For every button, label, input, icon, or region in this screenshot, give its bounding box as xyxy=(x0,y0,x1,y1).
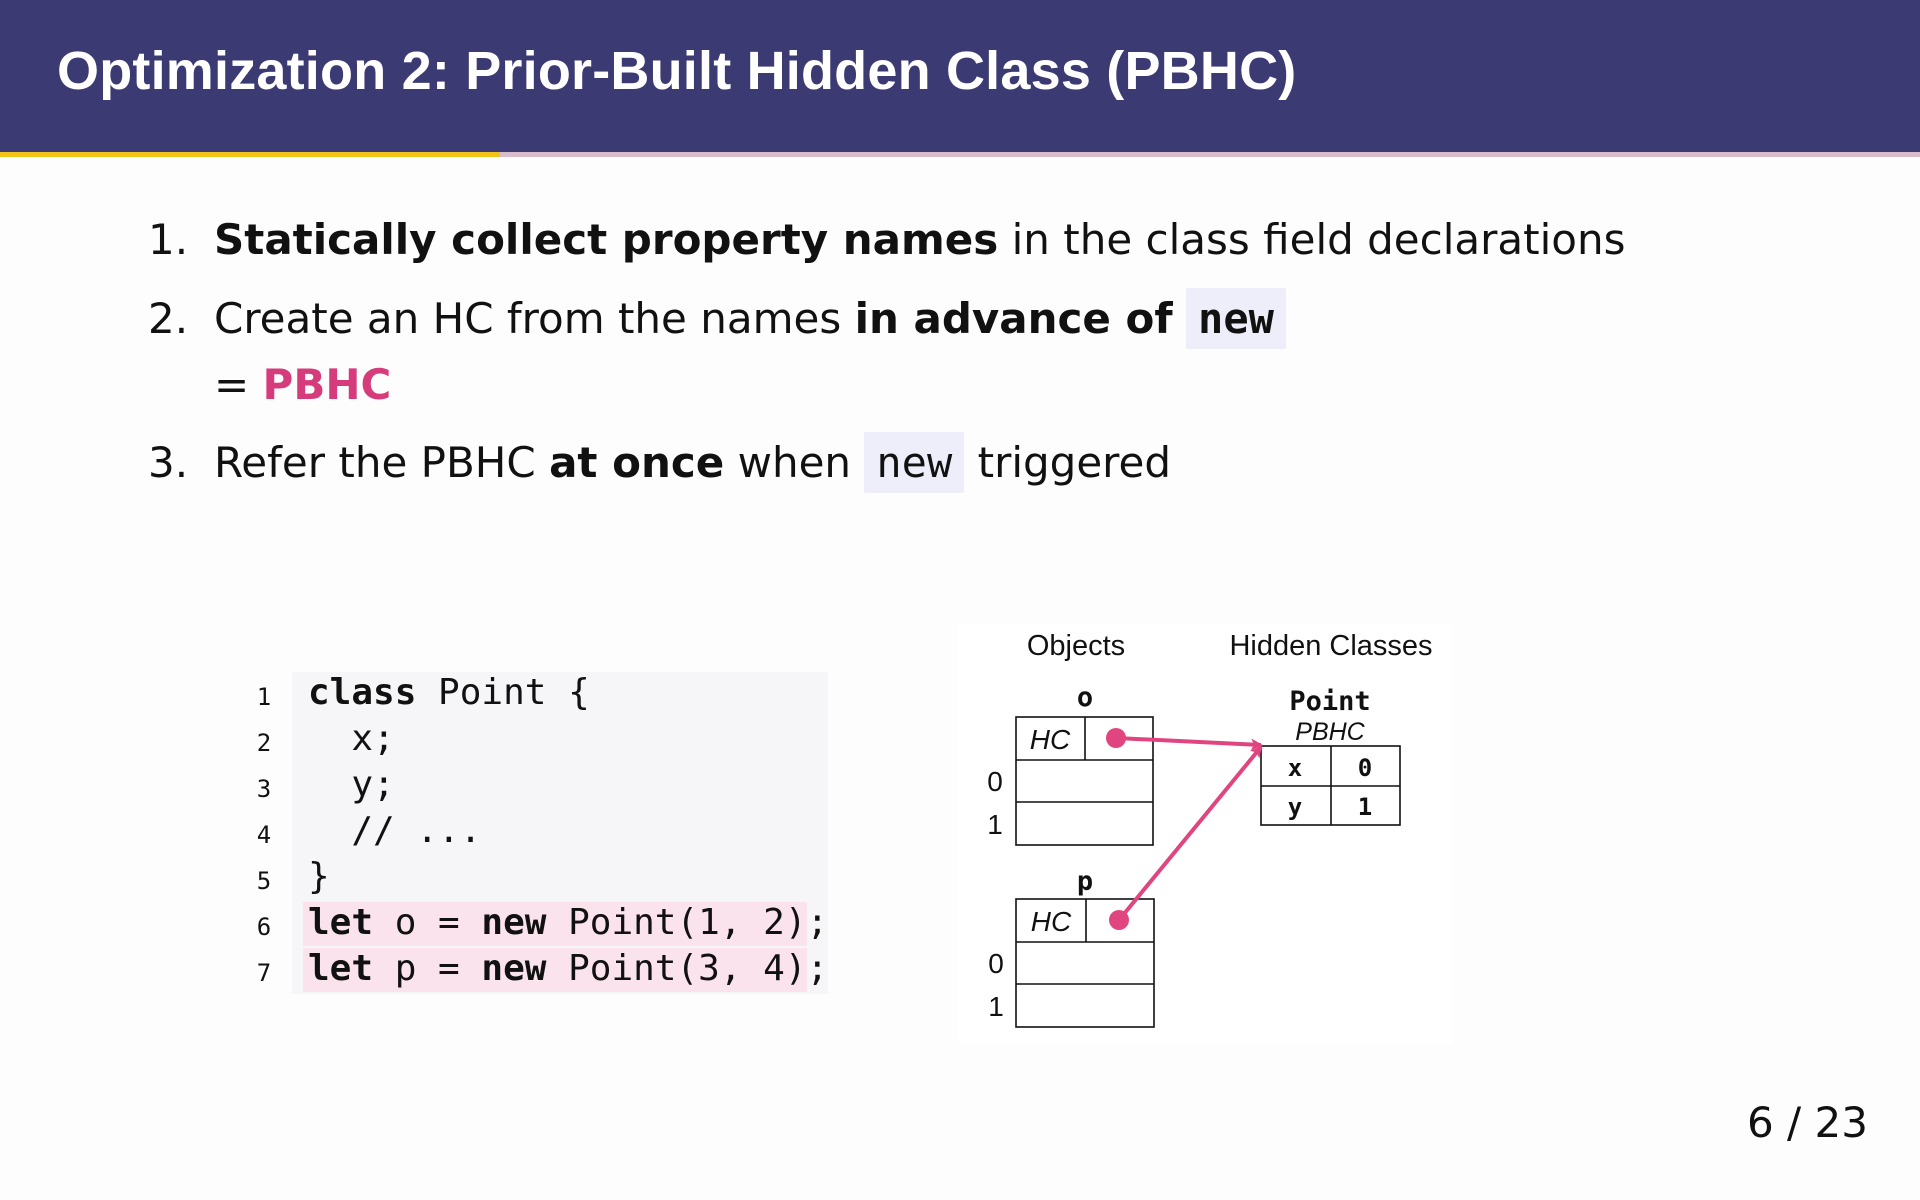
code-line-6: let o = new Point(1, 2); xyxy=(308,902,828,943)
object-o-hc-label: HC xyxy=(1030,724,1071,755)
line-number: 7 xyxy=(256,959,272,987)
list-item-1: 1. Statically collect property names in t… xyxy=(148,215,1625,265)
code-line-3: y; xyxy=(308,764,395,805)
code-line-1: class Point { xyxy=(308,672,590,713)
inline-code-new: new xyxy=(864,432,965,493)
object-p-name: p xyxy=(1077,866,1093,897)
page-number: 6 / 23 xyxy=(1746,1098,1868,1147)
code-keyword: let xyxy=(308,948,374,989)
code-text: x; xyxy=(308,718,395,759)
list-item-number: 2. xyxy=(148,294,189,343)
equals-sign: = xyxy=(214,360,263,409)
hidden-classes-header: Hidden Classes xyxy=(1229,630,1432,662)
slide-title: Optimization 2: Prior-Built Hidden Class… xyxy=(57,41,1297,101)
slot-index: 0 xyxy=(988,948,1004,979)
object-p-box xyxy=(1015,898,1155,1028)
hidden-class-name: Point xyxy=(1289,686,1370,717)
code-line-2: x; xyxy=(308,718,395,759)
object-o-name: o xyxy=(1077,682,1093,713)
list-item-text: Create an HC from the names xyxy=(214,294,855,343)
list-item-bold: at once xyxy=(549,438,725,487)
code-keyword: let xyxy=(308,902,374,943)
code-text: y; xyxy=(308,764,395,805)
hc-prop-name: y xyxy=(1288,793,1302,821)
list-item-bold: in advance of xyxy=(854,294,1173,343)
hc-prop-offset: 1 xyxy=(1358,793,1372,821)
line-number: 2 xyxy=(256,729,272,757)
list-item-number: 1. xyxy=(148,215,189,264)
list-item-text: when xyxy=(724,438,852,487)
code-text: } xyxy=(308,856,330,897)
code-text: Point { xyxy=(416,672,590,713)
hc-prop-name: x xyxy=(1288,754,1302,782)
header-divider-bar xyxy=(500,152,1920,157)
pointer-arrow-p xyxy=(1117,745,1263,922)
line-number: 3 xyxy=(256,775,272,803)
hidden-class-subtitle: PBHC xyxy=(1295,718,1365,746)
pbhc-highlight: PBHC xyxy=(262,360,392,409)
list-item-text: triggered xyxy=(977,438,1172,487)
code-line-7: let p = new Point(3, 4); xyxy=(308,948,828,989)
slot-index: 1 xyxy=(987,809,1003,840)
line-number: 1 xyxy=(256,683,272,711)
code-keyword: class xyxy=(308,672,417,713)
code-text: Point(3, 4); xyxy=(546,948,829,989)
inline-code-new: new xyxy=(1186,288,1286,349)
list-item-2-continuation: = PBHC xyxy=(214,360,391,410)
code-keyword: new xyxy=(481,902,547,943)
list-item-text: Refer the PBHC xyxy=(214,438,550,487)
hc-prop-offset: 0 xyxy=(1358,754,1372,782)
line-number: 4 xyxy=(256,821,272,849)
list-item-number: 3. xyxy=(148,438,189,487)
list-item-bold: Statically collect property names xyxy=(214,215,999,264)
line-number: 6 xyxy=(256,913,272,941)
list-item-text: in the class field declarations xyxy=(998,215,1626,264)
code-line-5: } xyxy=(308,856,330,897)
object-p-hc-label: HC xyxy=(1031,906,1072,937)
objects-header: Objects xyxy=(1027,630,1125,662)
list-item-3: 3. Refer the PBHC at once when new trigge… xyxy=(148,432,1172,493)
code-keyword: new xyxy=(481,948,547,989)
line-number: 5 xyxy=(256,867,272,895)
code-line-4: // ... xyxy=(308,810,481,851)
code-text: p = xyxy=(373,948,482,989)
code-text: o = xyxy=(373,902,482,943)
header-accent-bar xyxy=(0,152,500,157)
code-text: // ... xyxy=(308,810,482,851)
list-item-2: 2. Create an HC from the names in advance… xyxy=(148,288,1286,349)
code-highlight-line-7 xyxy=(303,948,807,992)
code-highlight-line-6 xyxy=(303,902,807,946)
pointer-arrow-o xyxy=(1115,736,1263,751)
slot-index: 1 xyxy=(988,991,1004,1022)
slot-index: 0 xyxy=(987,766,1003,797)
slide-header: Optimization 2: Prior-Built Hidden Class… xyxy=(0,0,1920,152)
code-text: Point(1, 2); xyxy=(546,902,829,943)
